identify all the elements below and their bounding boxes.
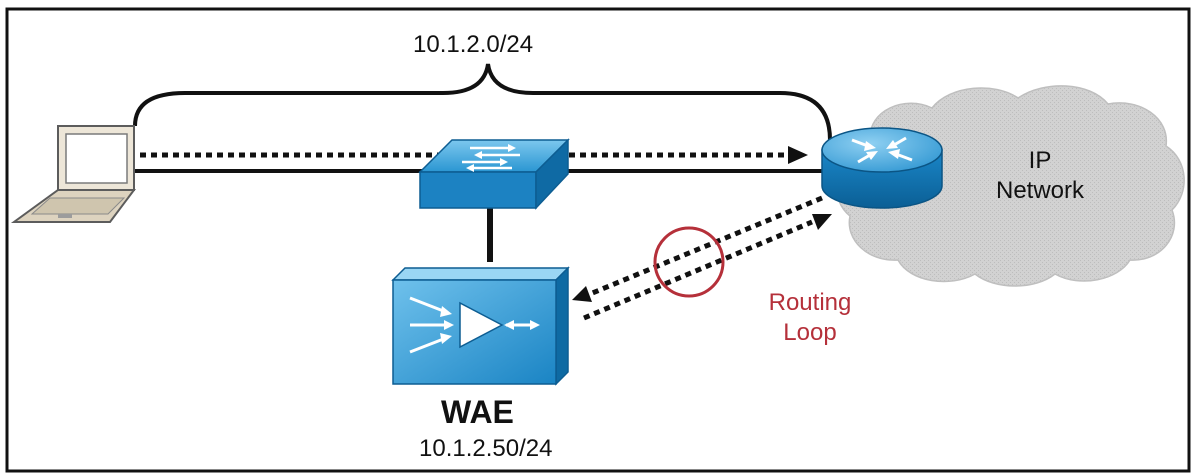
- loop-path-router-to-wae: [589, 195, 823, 297]
- routing-loop-label-line2: Loop: [783, 319, 837, 346]
- loop-arrow-head-wae: [572, 286, 592, 302]
- wae-name-label: WAE: [441, 394, 514, 430]
- subnet-brace: [133, 63, 832, 141]
- wae-appliance-icon: [391, 266, 570, 386]
- routing-loop-label: Routing Loop: [752, 288, 868, 348]
- router-icon: [821, 127, 943, 209]
- cloud-label-line2: Network: [995, 177, 1085, 204]
- switch-icon: [418, 138, 570, 210]
- laptop-icon: [10, 125, 136, 223]
- routing-loop-label-line1: Routing: [768, 289, 852, 316]
- diagram-border: [5, 7, 1191, 473]
- loop-path-wae-to-router: [583, 219, 813, 321]
- wae-ip-label: 10.1.2.50/24: [419, 435, 553, 462]
- cloud-label: IP Network: [990, 146, 1090, 206]
- loop-arrow-head-router: [812, 214, 832, 230]
- traffic-arrow-head: [788, 146, 808, 164]
- cloud-label-line1: IP: [1028, 147, 1052, 174]
- subnet-label: 10.1.2.0/24: [413, 31, 534, 58]
- routing-loop-circle: [653, 226, 725, 298]
